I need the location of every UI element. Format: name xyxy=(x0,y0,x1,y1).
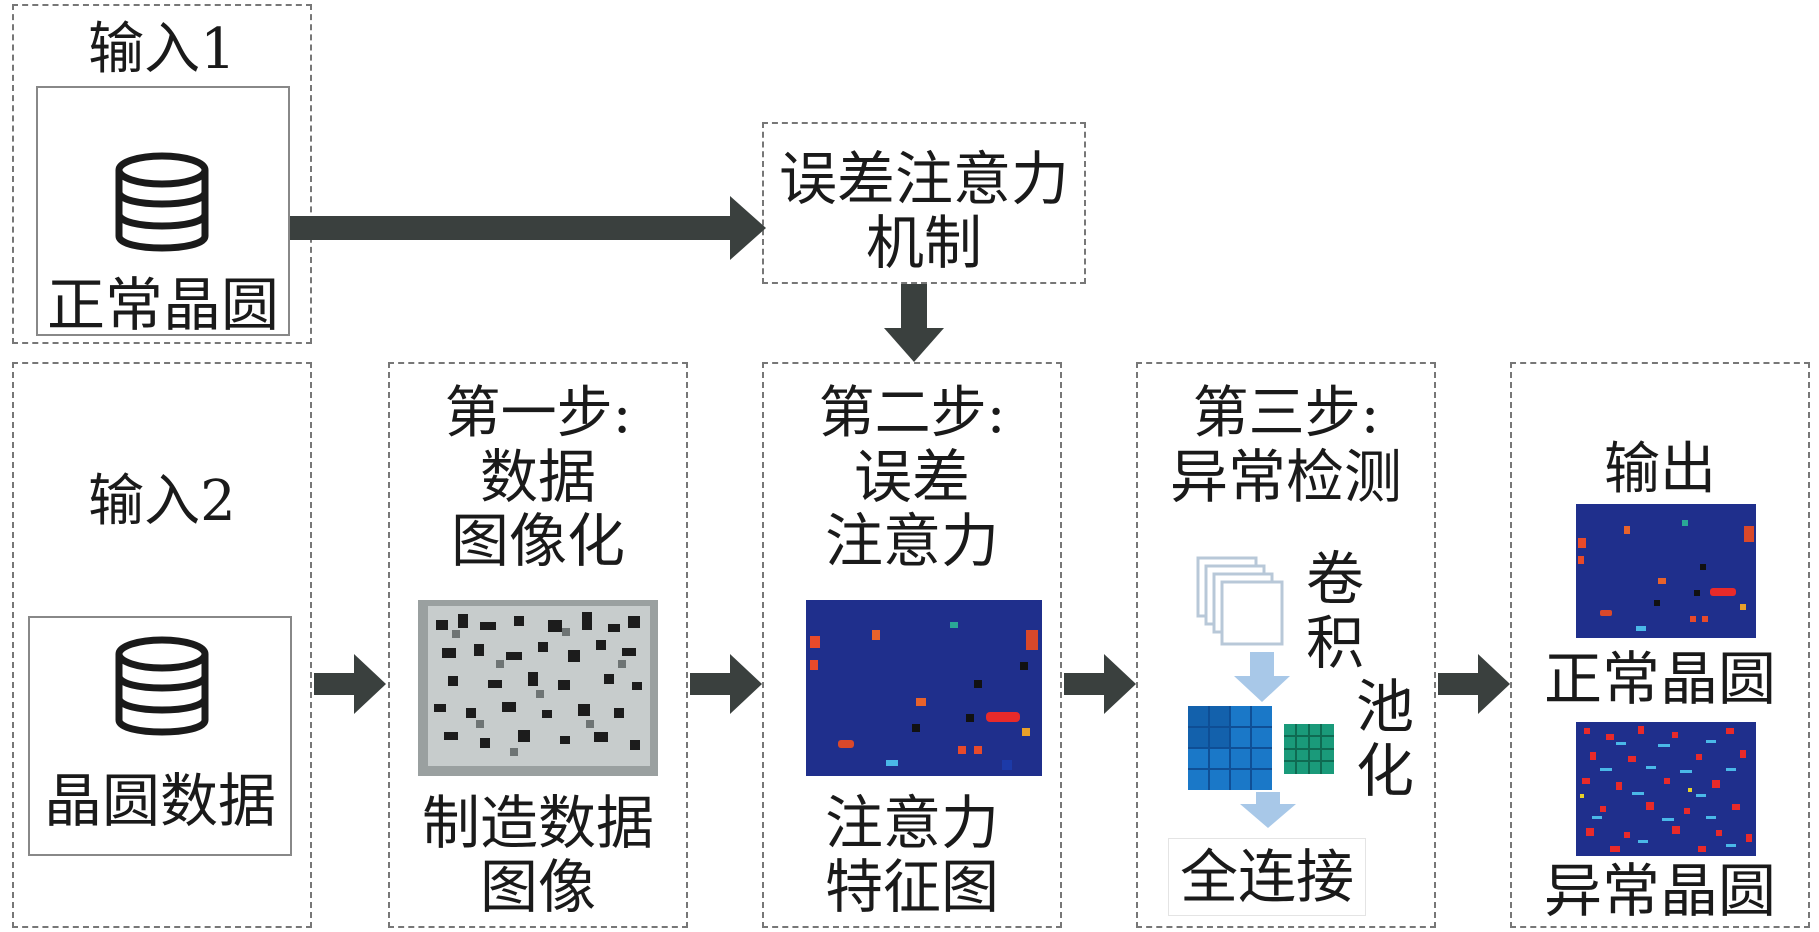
manufacturing-data-image xyxy=(418,600,658,776)
step3-line2: 异常检测 xyxy=(1169,443,1402,511)
step2-line1: 第二步: xyxy=(818,381,1006,446)
arrow-input1-to-mechanism xyxy=(290,196,766,260)
step2-line3: 注意力 xyxy=(824,507,999,575)
abnormal-wafer-map xyxy=(1576,722,1756,856)
database-icon xyxy=(115,152,209,252)
pooling-feature-icon xyxy=(1188,706,1334,790)
step3-fc-label: 全连接 xyxy=(1179,843,1354,911)
step3-panel xyxy=(1136,362,1436,928)
step1-line2: 数据 xyxy=(479,443,596,511)
step1-caption1: 制造数据 xyxy=(421,789,654,857)
step3-conv-label: 卷积 xyxy=(1305,545,1364,677)
mechanism-line2: 机制 xyxy=(865,209,982,277)
output-panel xyxy=(1510,362,1810,928)
output-normal-label: 正常晶圆 xyxy=(1543,645,1776,713)
step2-line2: 误差 xyxy=(853,443,970,511)
step2-caption2: 特征图 xyxy=(824,853,999,921)
output-title: 输出 xyxy=(1604,437,1716,502)
step1-line1: 第一步: xyxy=(444,381,632,446)
arrow-step2-to-step3 xyxy=(1064,654,1136,714)
input2-label: 晶圆数据 xyxy=(43,767,276,835)
input2-panel xyxy=(12,362,312,928)
arrow-input2-to-step1 xyxy=(314,654,386,714)
input1-panel xyxy=(12,4,312,344)
fully-connected-box xyxy=(1168,838,1366,916)
step3-pool-label: 池化 xyxy=(1355,673,1414,805)
convolution-stack-icon xyxy=(1196,556,1284,646)
normal-wafer-map xyxy=(1576,504,1756,638)
step2-caption1: 注意力 xyxy=(824,789,999,857)
input2-inner-box xyxy=(28,616,292,856)
step1-line3: 图像化 xyxy=(450,507,625,575)
input1-title: 输入1 xyxy=(88,17,236,82)
arrow-step3-to-output xyxy=(1438,654,1510,714)
mechanism-line1: 误差注意力 xyxy=(778,145,1069,213)
step1-panel xyxy=(388,362,688,928)
step3-line1: 第三步: xyxy=(1192,381,1380,446)
arrow-mechanism-to-step2 xyxy=(884,284,944,362)
input2-title: 输入2 xyxy=(88,469,236,534)
down-arrow-icon xyxy=(1234,652,1290,702)
output-abnormal-label: 异常晶圆 xyxy=(1543,857,1776,925)
step2-panel xyxy=(762,362,1062,928)
down-arrow-icon xyxy=(1240,792,1296,828)
database-icon xyxy=(115,636,209,736)
mechanism-panel xyxy=(762,122,1086,284)
step1-caption2: 图像 xyxy=(479,853,596,921)
input1-label: 正常晶圆 xyxy=(46,271,279,339)
attention-feature-map xyxy=(806,600,1042,776)
input1-inner-box xyxy=(36,86,290,336)
arrow-step1-to-step2 xyxy=(690,654,762,714)
